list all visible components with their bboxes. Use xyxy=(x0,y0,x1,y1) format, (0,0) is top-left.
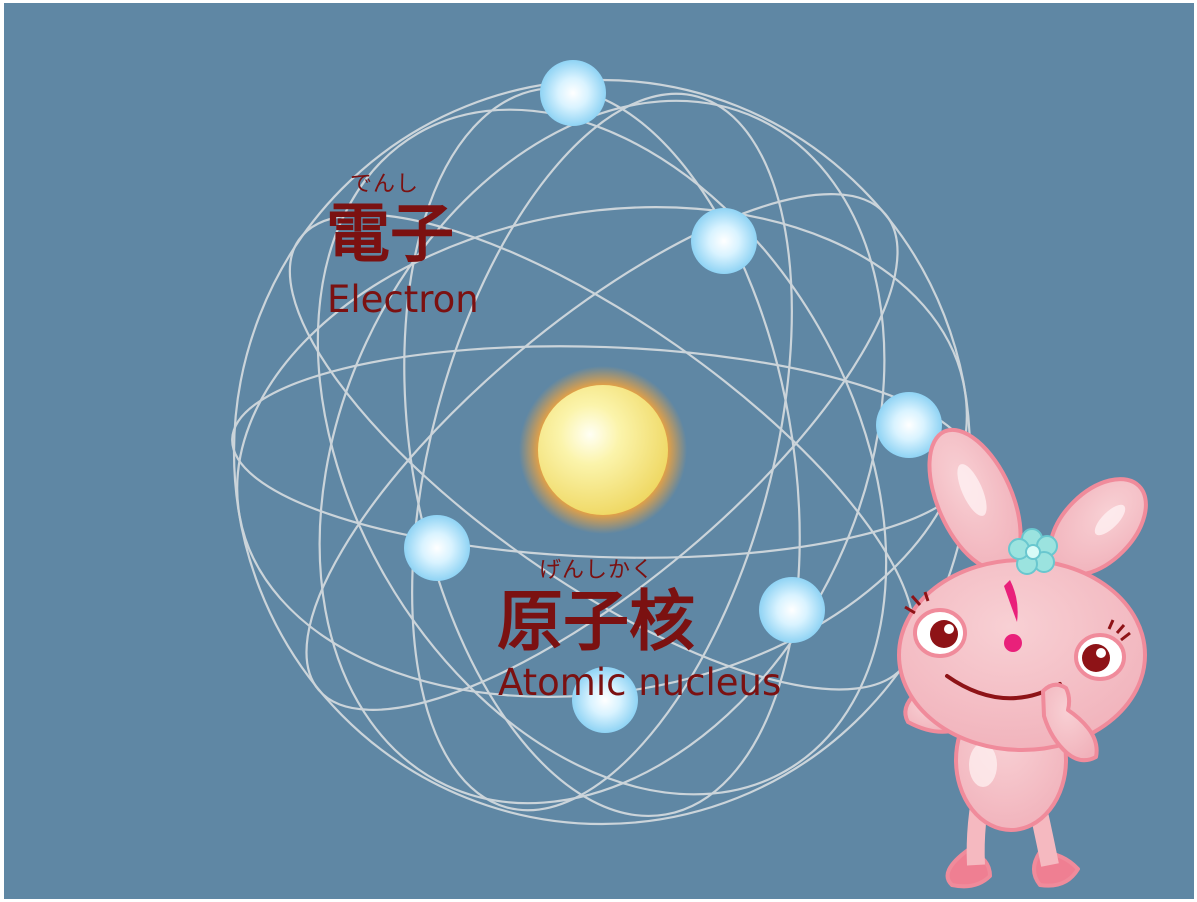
orbit-rings xyxy=(231,78,973,826)
orbit-ring xyxy=(403,86,801,818)
electron-japanese-label: 電子 xyxy=(326,198,454,272)
orbit-ring xyxy=(305,193,899,711)
electron-icon xyxy=(572,667,638,733)
nucleus-english-label: Atomic nucleus xyxy=(498,661,782,704)
orbit-ring xyxy=(411,92,793,812)
nucleus-icon xyxy=(519,366,687,534)
orbit-ring xyxy=(236,206,968,698)
electron-icon xyxy=(876,392,942,458)
orbit-ring xyxy=(318,99,886,805)
orbit-ring xyxy=(316,108,888,796)
electron-icon xyxy=(540,60,606,126)
nucleus-reading: げんしかく xyxy=(539,558,655,583)
electron-icon xyxy=(691,208,757,274)
electron-english-label: Electron xyxy=(327,278,479,321)
electron-reading: でんし xyxy=(350,172,420,197)
rabbit-mascot-icon xyxy=(897,427,1148,889)
electron-icon xyxy=(759,577,825,643)
nucleus-japanese-label: 原子核 xyxy=(497,583,695,660)
electron-icon xyxy=(404,515,470,581)
electrons xyxy=(404,60,942,733)
